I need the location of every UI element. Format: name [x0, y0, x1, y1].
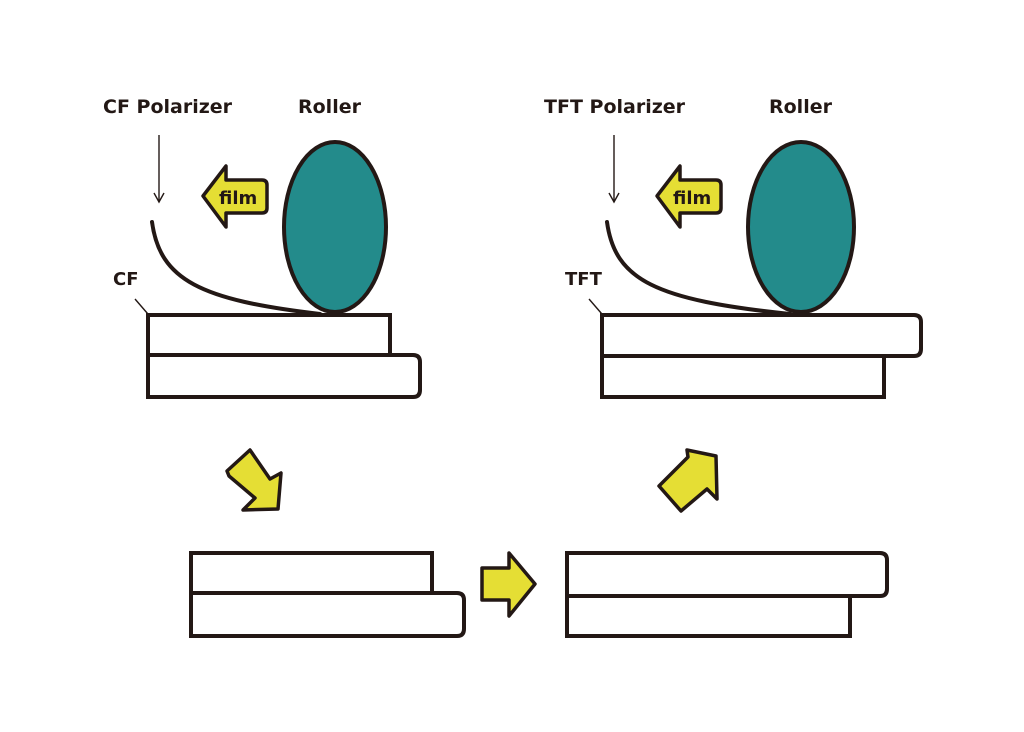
cf-film-arrow-shape	[201, 164, 269, 229]
cf-polarizer-pointer-arrow-icon	[153, 135, 165, 204]
cf-bottom-plate	[600, 354, 886, 399]
tft-lamination-panel: TFT Polarizer Roller film TFT	[544, 96, 923, 399]
tft-polarizer-pointer-arrow-icon	[608, 135, 620, 204]
left-stack-top-plate	[189, 551, 434, 595]
flow-arrow-up-right-icon	[657, 448, 719, 513]
cf-substrate-label: CF	[113, 269, 139, 290]
tft-polarizer-label: TFT Polarizer	[544, 96, 686, 118]
tft-roller	[746, 140, 856, 314]
tft-polarizer-film	[605, 220, 792, 316]
cf-polarizer-film	[150, 220, 322, 316]
right-stack-top-plate	[565, 551, 889, 598]
right-stack-bottom-plate	[565, 594, 852, 638]
intermediate-stack-left	[189, 551, 466, 638]
cf-polarizer-label: CF Polarizer	[103, 96, 233, 118]
tft-bottom-plate	[146, 353, 422, 399]
tft-top-plate	[600, 313, 923, 358]
cf-roller-label: Roller	[298, 96, 362, 118]
tft-film-arrow-shape	[655, 164, 723, 229]
cf-lamination-panel: CF Polarizer Roller film CF	[103, 96, 422, 399]
left-stack-bottom-plate	[189, 591, 466, 638]
cf-top-plate	[146, 313, 392, 357]
cf-film-direction-arrow-icon: film	[201, 164, 269, 229]
cf-roller	[282, 140, 388, 314]
tft-substrate-label: TFT	[565, 269, 603, 290]
flow-arrow-down-right-icon	[225, 448, 283, 512]
intermediate-stack-right	[565, 551, 889, 638]
tft-film-direction-arrow-icon: film	[655, 164, 723, 229]
cf-film-label: film	[219, 188, 257, 209]
tft-film-label: film	[673, 188, 711, 209]
tft-roller-label: Roller	[769, 96, 833, 118]
flow-arrow-right-icon	[480, 551, 537, 618]
